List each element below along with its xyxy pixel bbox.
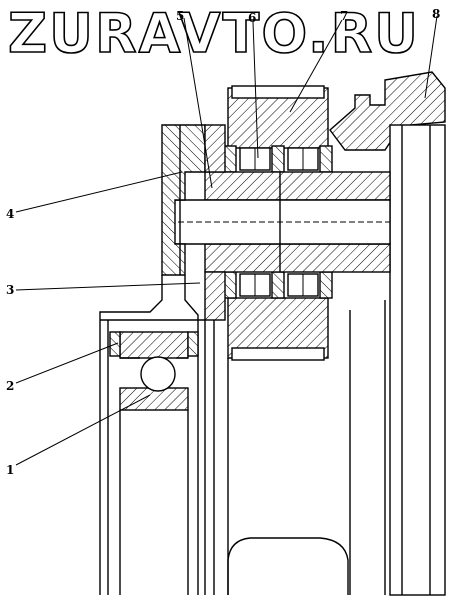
callout-2: 2	[6, 379, 14, 393]
leader-line-7	[289, 19, 343, 113]
callout-3: 3	[6, 283, 14, 297]
section-drawing	[99, 71, 446, 596]
leader-line-8	[424, 15, 438, 99]
leader-lines	[15, 15, 438, 466]
leader-line-4	[15, 171, 183, 213]
leader-line-5	[183, 17, 213, 189]
watermark-logo: ZURAVTO.RU	[8, 2, 420, 65]
callout-1: 1	[6, 463, 14, 477]
callout-6: 6	[248, 11, 256, 25]
leader-line-3	[15, 282, 201, 291]
callout-7: 7	[340, 9, 348, 23]
callout-8: 8	[432, 7, 440, 21]
leader-line-2	[15, 342, 119, 384]
callout-5: 5	[176, 9, 184, 23]
leader-line-1	[15, 394, 151, 466]
callout-4: 4	[6, 207, 14, 221]
leader-line-6	[252, 21, 259, 159]
